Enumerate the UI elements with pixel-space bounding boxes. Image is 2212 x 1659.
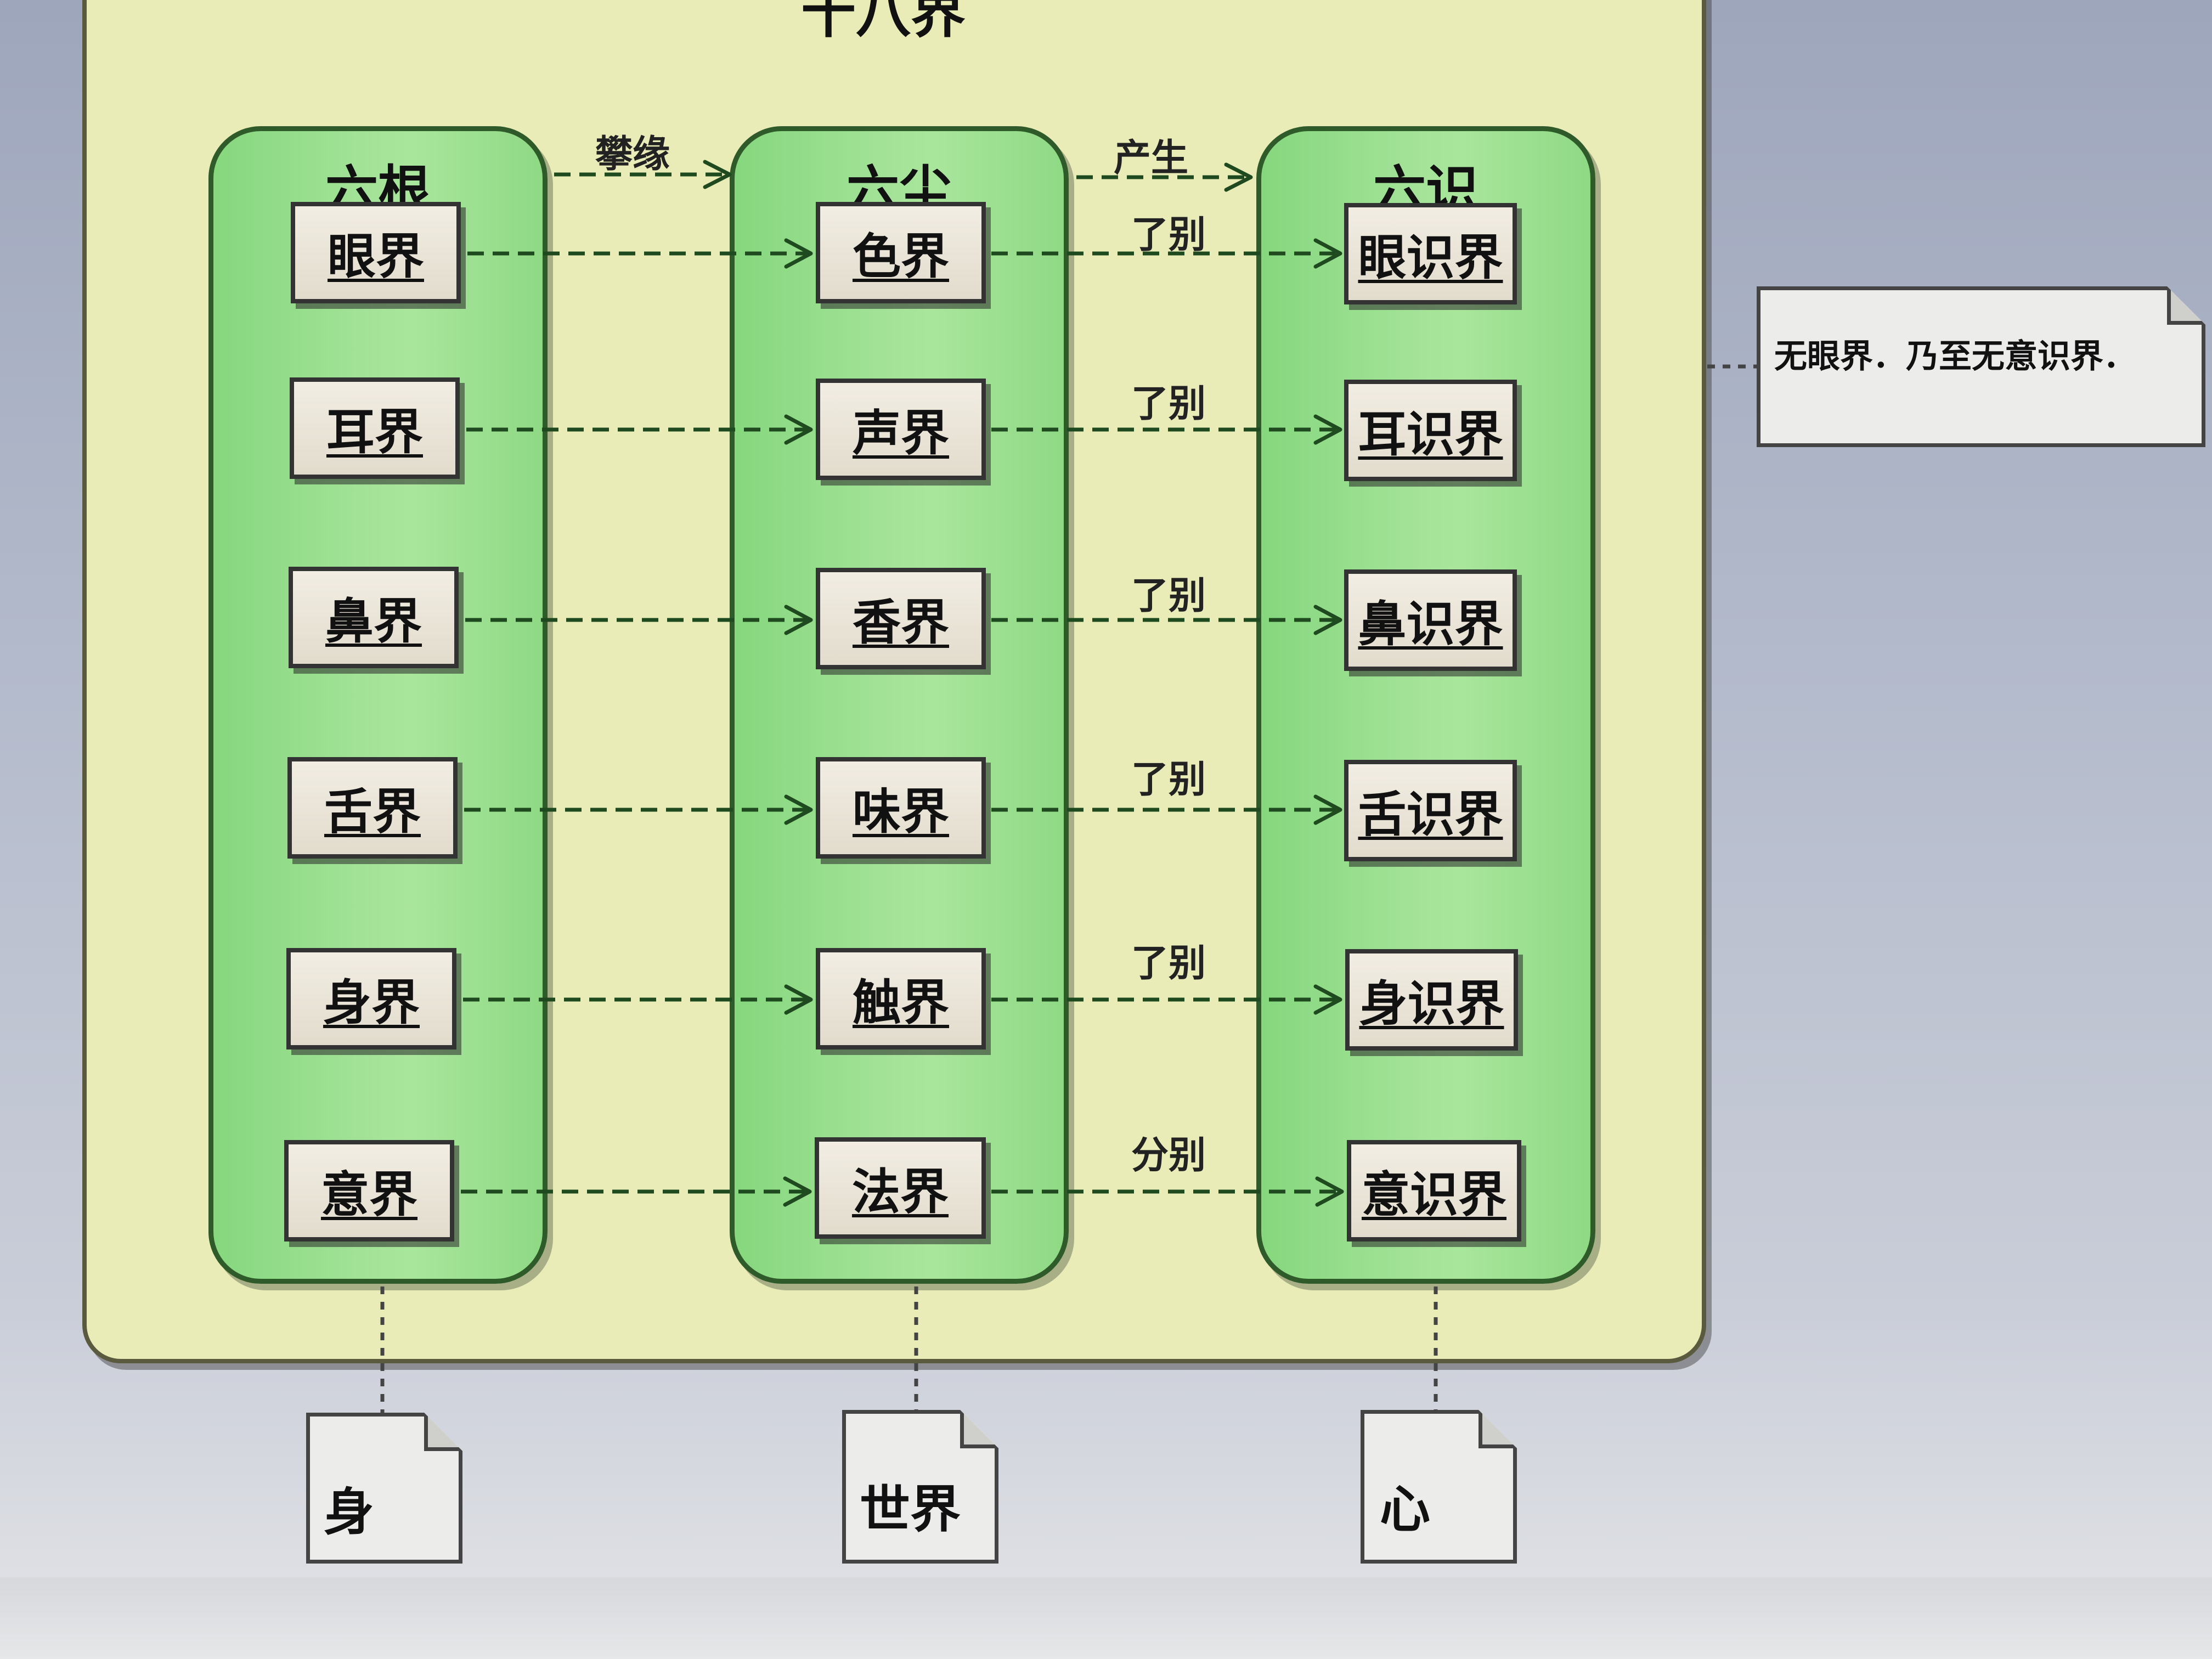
node-xiangjie[interactable]: 香界 xyxy=(816,568,986,669)
arrowhead xyxy=(784,794,813,825)
node-weijie[interactable]: 味界 xyxy=(816,757,986,859)
node-shengjie[interactable]: 声界 xyxy=(816,379,986,480)
arrowhead xyxy=(1313,605,1342,635)
arrowhead xyxy=(703,160,732,189)
node-bishijie[interactable]: 鼻识界 xyxy=(1344,569,1517,671)
edge-label-row-2: 了别 xyxy=(1131,382,1206,426)
bottom-note-text: 身 xyxy=(324,1483,375,1542)
arrowhead xyxy=(784,414,813,445)
side-note: 无眼界．乃至无意识界． xyxy=(1757,286,2205,447)
arrowhead xyxy=(1315,1176,1344,1207)
arrowhead xyxy=(1224,162,1253,192)
node-fajie[interactable]: 法界 xyxy=(815,1137,986,1239)
bottom-note-text: 心 xyxy=(1380,1480,1431,1539)
node-chujie[interactable]: 触界 xyxy=(816,948,986,1049)
node-ershijie[interactable]: 耳识界 xyxy=(1344,380,1517,481)
arrowhead xyxy=(784,984,813,1015)
bottom-note-shen: 身 xyxy=(306,1413,462,1564)
node-yijie[interactable]: 意界 xyxy=(284,1140,454,1242)
node-bijie[interactable]: 鼻界 xyxy=(289,567,459,668)
side-note-text: 无眼界．乃至无意识界． xyxy=(1774,337,2136,376)
node-yanshijie[interactable]: 眼识界 xyxy=(1344,203,1517,304)
node-yishijie[interactable]: 意识界 xyxy=(1347,1140,1521,1242)
screen-bottom-bezel xyxy=(0,1577,2212,1659)
bottom-note-text: 世界 xyxy=(860,1480,961,1539)
arrowhead xyxy=(784,238,813,269)
edge-label-panyuan: 攀缘 xyxy=(595,133,670,176)
arrowhead xyxy=(1313,238,1342,269)
bottom-note-shijie: 世界 xyxy=(842,1410,998,1564)
node-erjie[interactable]: 耳界 xyxy=(290,377,460,479)
arrowhead xyxy=(783,1176,812,1207)
group-liuchen: 六尘 xyxy=(730,126,1069,1284)
edge-label-row-1: 了别 xyxy=(1131,213,1206,257)
node-shejie[interactable]: 舌界 xyxy=(287,757,458,859)
arrowhead xyxy=(784,605,813,635)
group-liugen: 六根 xyxy=(208,126,548,1284)
node-shenjie[interactable]: 身界 xyxy=(286,948,456,1049)
edge-label-row-3: 了别 xyxy=(1131,574,1206,618)
package-title: 十八界 xyxy=(801,0,966,45)
node-yanjie[interactable]: 眼界 xyxy=(291,202,461,303)
node-sejie[interactable]: 色界 xyxy=(816,202,986,303)
arrowhead xyxy=(1313,984,1342,1015)
node-sheshijie[interactable]: 舌识界 xyxy=(1344,760,1517,861)
group-liushi: 六识 xyxy=(1256,126,1595,1284)
node-shenshijie[interactable]: 身识界 xyxy=(1345,949,1518,1051)
edge-label-row-5: 了别 xyxy=(1131,942,1206,985)
edge-label-row-6: 分别 xyxy=(1131,1134,1206,1177)
edge-label-chansheng: 产生 xyxy=(1114,137,1189,180)
arrowhead xyxy=(1313,794,1342,825)
bottom-note-xin: 心 xyxy=(1361,1410,1517,1564)
arrowhead xyxy=(1313,414,1342,445)
edge-label-row-4: 了别 xyxy=(1131,758,1206,802)
